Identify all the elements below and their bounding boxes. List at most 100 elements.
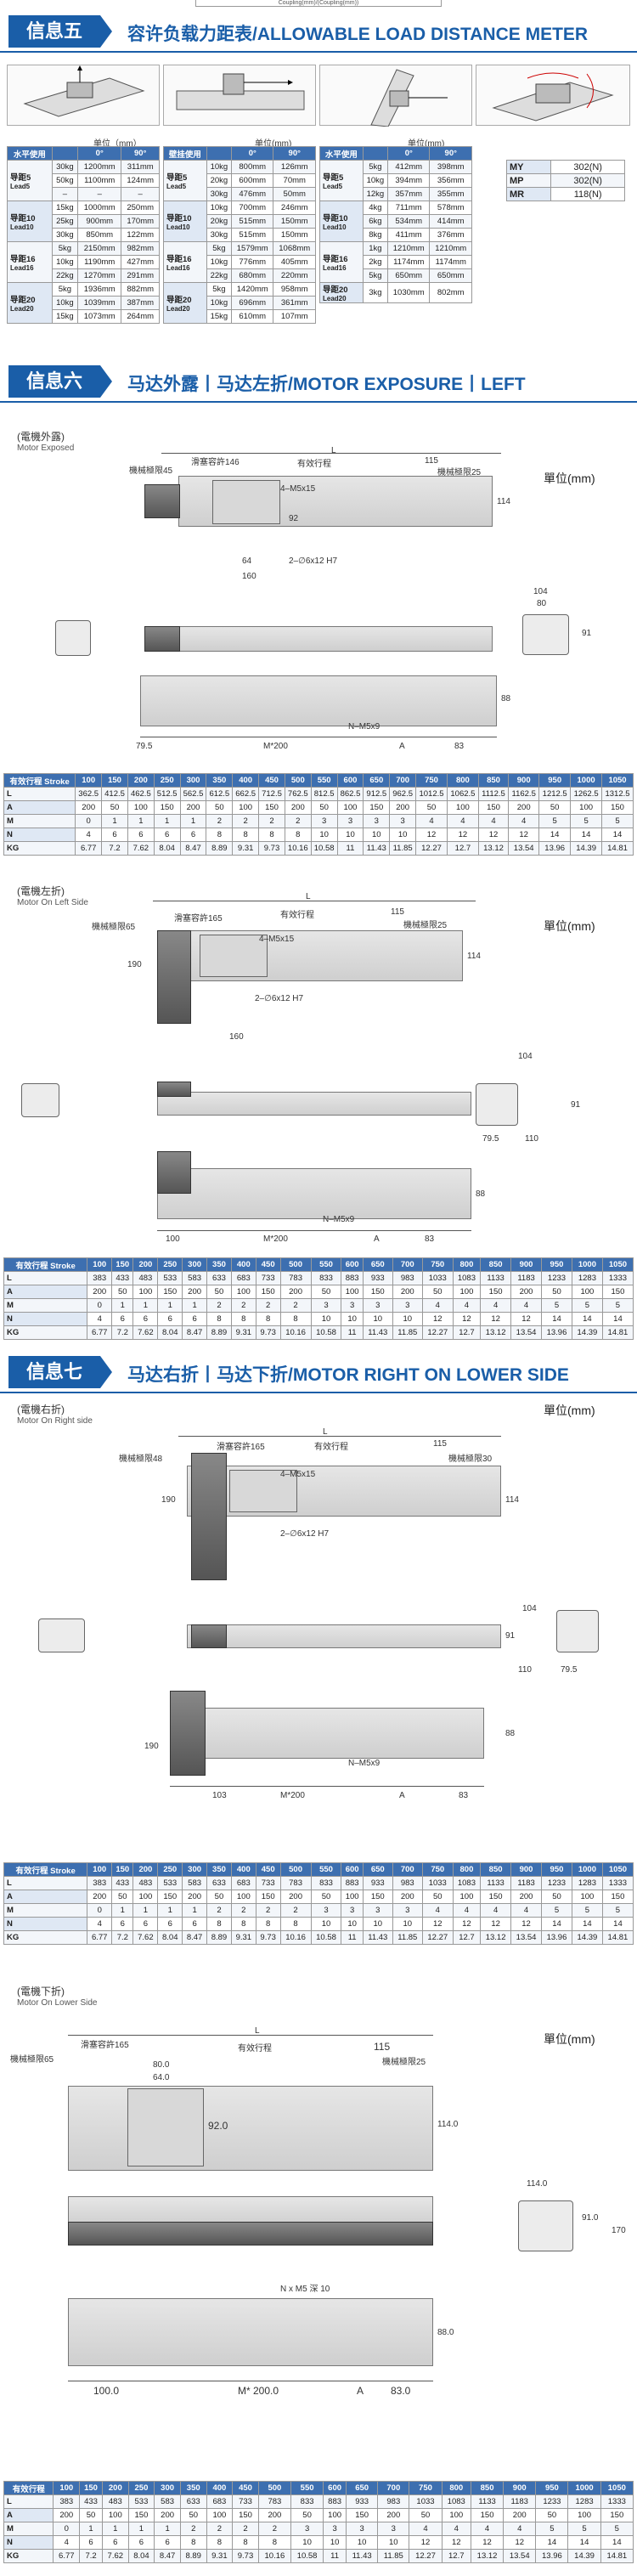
table-cell: 3 (392, 1903, 423, 1918)
table-cell: 220mm (273, 268, 316, 283)
table-cell: 14.39 (571, 1325, 603, 1340)
dim-115-3: 115 (433, 1439, 447, 1449)
table-cell: 4 (480, 1903, 512, 1918)
table-cell: 6 (101, 828, 128, 842)
table-header-cell: 600 (341, 1257, 364, 1272)
table-header-cell: 750 (421, 1862, 454, 1877)
table-cell: 22kg (51, 268, 79, 283)
table-cell: 12kg (362, 187, 389, 201)
table-cell: 483 (101, 2494, 129, 2509)
table-header-cell: 1000 (571, 1862, 603, 1877)
table-cell: 8 (255, 1312, 281, 1326)
table-header-cell: 900 (510, 1257, 543, 1272)
end-view-right-3 (556, 1610, 599, 1652)
table-header-cell: 300 (154, 2481, 181, 2495)
table-cell: 433 (79, 2494, 103, 2509)
table-cell: 13.12 (480, 1930, 512, 1945)
table-cell: 14 (600, 2535, 634, 2550)
dim-holes-3: 4–M5x15 (280, 1470, 316, 1479)
table-cell: 534mm (386, 214, 431, 229)
table-cell: 10.58 (310, 841, 338, 856)
table-cell: 10kg (206, 296, 233, 310)
table-cell: 100 (446, 800, 479, 815)
unit-label-2: 单位(mm) (255, 139, 292, 149)
table-header-cell: 350 (206, 1257, 232, 1272)
table-cell: 1 (153, 814, 181, 828)
table-cell: 10.58 (290, 2549, 324, 2563)
table-header-cell: 700 (392, 1257, 423, 1272)
table-cell: 1068mm (273, 241, 316, 256)
table-header-cell: 250 (157, 1862, 183, 1877)
top-strip: Coupling(mm)/(Coupling(mm)) (195, 0, 442, 7)
table-cell: 2 (206, 1903, 232, 1918)
table-cell: 612.5 (206, 787, 234, 801)
dim-64-4: 64.0 (153, 2073, 170, 2082)
table-cell: 200 (510, 1285, 543, 1299)
table-cell: 0 (53, 2522, 81, 2536)
table-cell: 6 (153, 828, 181, 842)
table-cell: 427mm (121, 255, 160, 269)
dim-nhole: N–M5x9 (348, 722, 381, 732)
table-cell: 483 (132, 1271, 159, 1285)
table-cell: 783 (279, 1271, 312, 1285)
motor (144, 484, 180, 518)
table-cell: 11.85 (392, 1930, 423, 1945)
table-cell: 200 (182, 1890, 208, 1904)
dim-88-2: 88 (476, 1189, 486, 1199)
table-cell: 8 (279, 1917, 312, 1931)
table-cell: 912.5 (363, 787, 391, 801)
table-cell: L (3, 1876, 88, 1890)
table-cell: 100 (323, 2508, 347, 2522)
table-cell: 0 (87, 1298, 113, 1313)
table-cell: 1133 (480, 1876, 512, 1890)
table-cell: 2 (206, 1298, 232, 1313)
table-cell: 9.73 (255, 1930, 281, 1945)
table-cell: 150mm (273, 214, 316, 229)
dim-104: 104 (533, 587, 548, 596)
table-cell: 50 (310, 1285, 342, 1299)
table-header-cell: 1000 (570, 773, 603, 788)
lead-label: 导距5 (10, 173, 31, 183)
table-cell: 833 (310, 1271, 342, 1285)
table-cell: 1579mm (230, 241, 274, 256)
table-cell: 4 (421, 1903, 454, 1918)
table-cell: 5 (538, 814, 572, 828)
table-header-cell: 150 (79, 2481, 103, 2495)
end-view-right (522, 614, 569, 655)
table-cell: 4 (503, 2522, 537, 2536)
table-cell: 2 (232, 814, 260, 828)
dim-m200-3: M*200 (280, 1791, 305, 1800)
dim-100: 100 (166, 1234, 180, 1244)
table-cell: 20kg (206, 214, 233, 229)
table-cell: 683 (230, 1876, 256, 1890)
table-header-cell: 600 (323, 2481, 347, 2495)
table-cell: 10.16 (257, 2549, 292, 2563)
table-header-cell: 1000 (571, 1257, 603, 1272)
table-cell: 361mm (273, 296, 316, 310)
table-cell: 1233 (535, 2494, 569, 2509)
table-cell: 14 (535, 2535, 569, 2550)
table-header-cell: 550 (310, 1257, 342, 1272)
table-header-cell: 100 (87, 1257, 113, 1272)
table-cell: 14.39 (567, 2549, 601, 2563)
table-cell: 2150mm (77, 241, 122, 256)
table-cell: 50 (310, 800, 338, 815)
table-header-cell: 800 (452, 1257, 482, 1272)
table-cell: 9.31 (206, 2549, 234, 2563)
table-cell: 883 (341, 1876, 364, 1890)
dim-170: 170 (612, 2226, 626, 2235)
table-header-cell: 650 (362, 1862, 393, 1877)
